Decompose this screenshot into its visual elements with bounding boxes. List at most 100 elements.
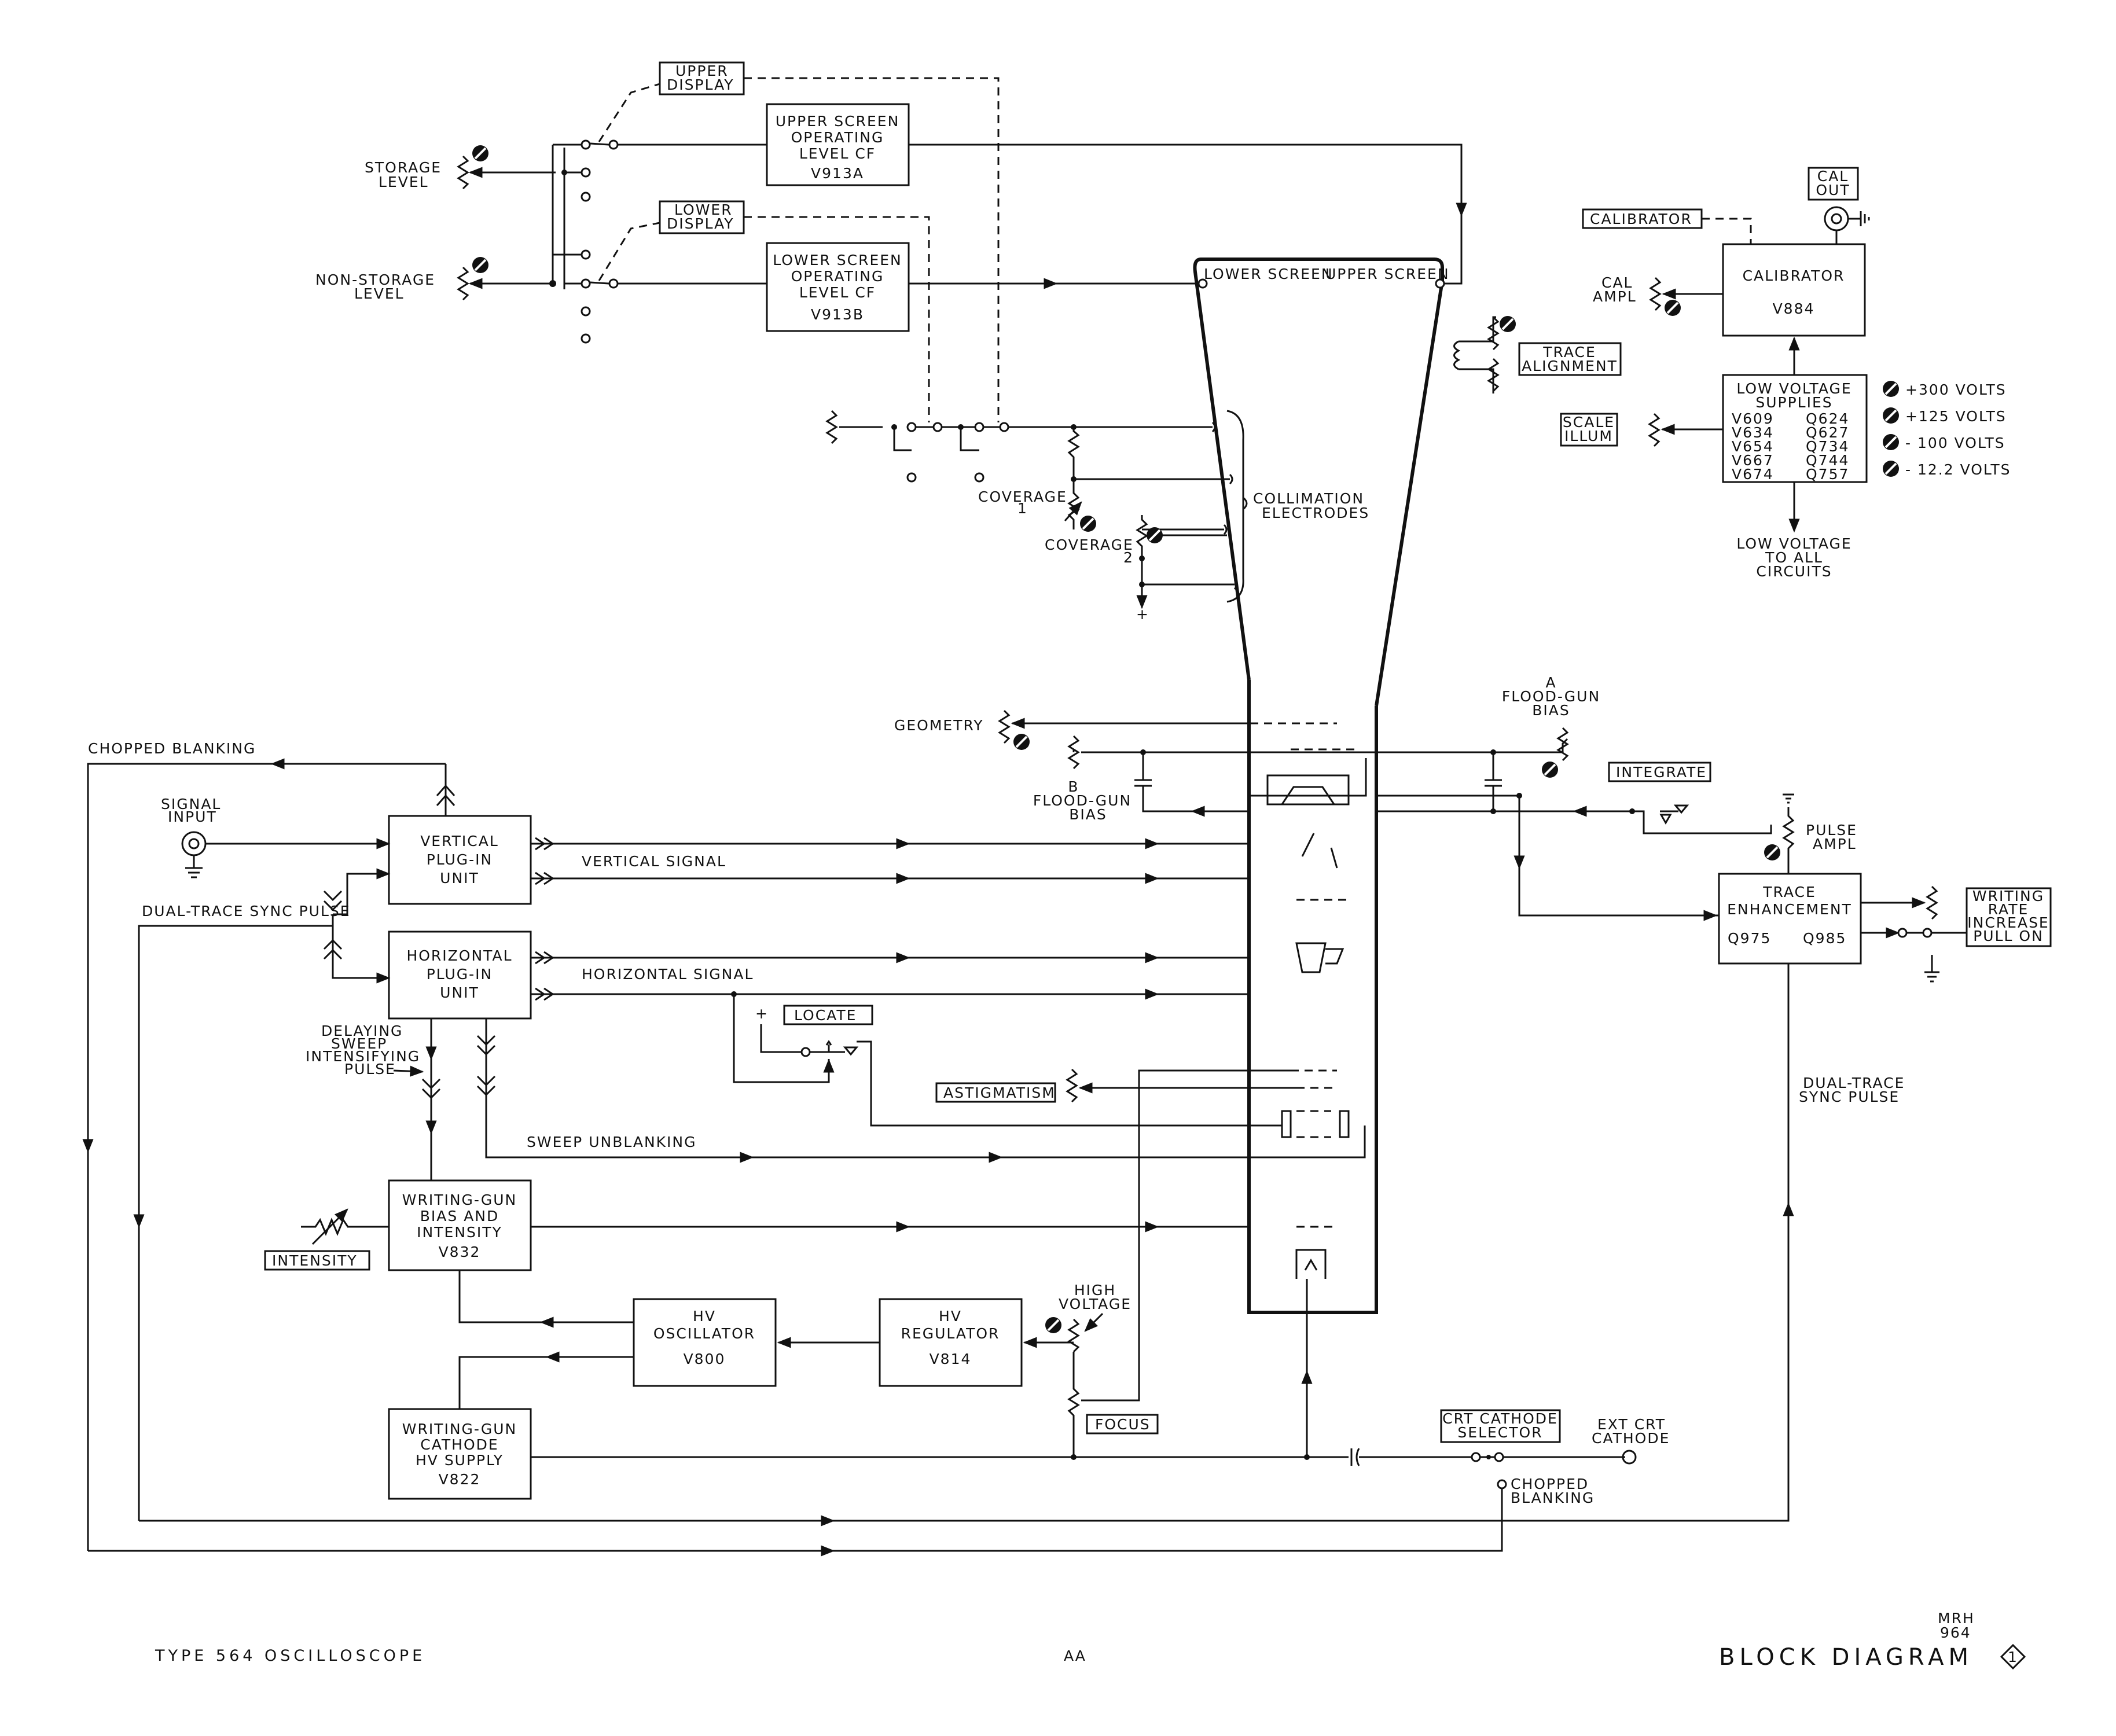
scale-illum-line2: ILLUM (1564, 428, 1613, 444)
integrate-switch[interactable] (1634, 804, 1772, 834)
crt-outline (1193, 258, 1444, 1314)
lv-part-2a: V654 (1732, 438, 1774, 455)
cal-out-connector[interactable] (1824, 206, 1870, 231)
label-high-voltage-1: HIGH (1074, 1282, 1116, 1299)
scale-illum-pot[interactable] (1648, 413, 1723, 447)
voltage-knob-100[interactable] (1883, 434, 1899, 450)
voltage-knob-125[interactable] (1883, 407, 1899, 424)
block-vertical-plugin: VERTICAL PLUG-IN UNIT (388, 815, 532, 905)
label-delaying-2: SWEEP (331, 1035, 387, 1052)
footer-title: BLOCK DIAGRAM (1719, 1644, 1973, 1671)
intensity-pot[interactable] (301, 1208, 389, 1245)
focus-label-text: FOCUS (1095, 1416, 1151, 1433)
block-calibrator: CALIBRATOR V884 (1722, 243, 1866, 337)
label-signal-input-2: INPUT (168, 808, 217, 825)
upper-cf-line4: V913A (811, 165, 864, 182)
writing-rate-1: WRITING (1972, 888, 2044, 904)
coverage-2-knob[interactable] (1080, 516, 1096, 532)
flood-a-knob[interactable] (1542, 762, 1558, 778)
high-voltage-knob[interactable] (1045, 1317, 1061, 1333)
hv-osc-line1: HV (693, 1308, 716, 1325)
hv-reg-line3: V814 (930, 1351, 972, 1367)
locate-label-text: LOCATE (794, 1007, 857, 1024)
footer-badge: 1 (2000, 1643, 2026, 1670)
crt-cathode-selector-panel-label: CRT CATHODE SELECTOR (1440, 1409, 1561, 1443)
voltage-300: +300 VOLTS (1905, 381, 2007, 398)
cal-out-panel-label: CAL OUT (1808, 167, 1859, 201)
non-storage-level-pot[interactable] (457, 257, 488, 301)
voltage-knob-12[interactable] (1883, 461, 1899, 477)
chopped-blanking-left-line (87, 763, 272, 1551)
label-pulse-ampl-2: AMPL (1813, 836, 1857, 852)
label-coverage1-b: 1 (1017, 500, 1028, 517)
horizontal-line3: UNIT (440, 984, 479, 1001)
storage-level-pot[interactable] (457, 145, 488, 190)
label-flood-a-1: A (1545, 674, 1556, 691)
lower-display-dash (744, 216, 930, 422)
hv-osc-line3: V800 (684, 1351, 726, 1367)
cal-ampl-pot[interactable] (1649, 277, 1723, 316)
upper-cf-line1: UPPER SCREEN (776, 113, 900, 130)
label-delaying-1: DELAYING (321, 1023, 403, 1039)
label-coverage2-a: COVERAGE (1045, 536, 1134, 553)
label-sweep-unblanking: SWEEP UNBLANKING (527, 1134, 697, 1150)
cal-out-line1: CAL (1817, 168, 1849, 185)
label-upper-screen: UPPER SCREEN (1325, 266, 1450, 282)
label-plus: + (1136, 606, 1149, 623)
label-geometry: GEOMETRY (894, 717, 984, 734)
intensity-panel-label: INTENSITY (264, 1250, 370, 1271)
lv-all-3: CIRCUITS (1756, 563, 1832, 580)
vertical-line1: VERTICAL (420, 833, 499, 849)
upper-display-line1: UPPER (675, 62, 729, 79)
astigmatism-pot[interactable] (1066, 1068, 1296, 1103)
focus-panel-label: FOCUS (1086, 1414, 1159, 1435)
label-chopped-blanking-top: CHOPPED BLANKING (88, 740, 256, 757)
writing-rate-3: INCREASE (1967, 914, 2049, 931)
label-storage-level-2: LEVEL (379, 174, 429, 190)
lv-part-0b: Q624 (1806, 410, 1849, 427)
label-non-storage-1: NON-STORAGE (315, 271, 435, 288)
voltage-knob-300[interactable] (1883, 381, 1899, 397)
pulse-ampl-pot[interactable] (1764, 793, 1795, 874)
label-high-voltage-2: VOLTAGE (1059, 1296, 1132, 1312)
hv-reg-line1: HV (939, 1308, 962, 1325)
geometry-pot[interactable] (998, 709, 1250, 750)
horizontal-signal-lines (531, 951, 1249, 1001)
integrate-label-text: INTEGRATE (1616, 764, 1707, 781)
label-flood-a-3: BIAS (1532, 702, 1570, 719)
block-horizontal-plugin: HORIZONTAL PLUG-IN UNIT (388, 930, 532, 1020)
label-lower-screen: LOWER SCREEN (1204, 266, 1333, 282)
label-flood-b-3: BIAS (1069, 806, 1107, 823)
trace-alignment-knob[interactable] (1500, 316, 1516, 332)
vertical-line2: PLUG-IN (427, 851, 493, 868)
lv-all-2: TO ALL (1765, 549, 1823, 566)
label-collimation-1: COLLIMATION (1253, 490, 1364, 507)
lv-part-0a: V609 (1732, 410, 1774, 427)
writing-cathode-line4: V822 (439, 1471, 481, 1488)
dual-trace-left-wiring (133, 868, 391, 1521)
upper-display-line2: DISPLAY (667, 76, 734, 93)
horizontal-line1: HORIZONTAL (406, 947, 512, 964)
writing-cathode-line1: WRITING-GUN (402, 1421, 517, 1437)
flood-gun-wiring (1081, 727, 1719, 921)
trace-alignment-coil (1453, 316, 1500, 393)
coverage-extra-knob[interactable] (1147, 527, 1163, 543)
footer-mrh-num: 964 (1940, 1624, 1971, 1641)
writing-bias-line2: BIAS AND (420, 1208, 499, 1224)
writing-rate-control[interactable] (1861, 885, 1967, 983)
locate-wiring: + (733, 994, 1282, 1127)
label-coverage1-a: COVERAGE (978, 488, 1067, 505)
upper-display-panel-label: UPPER DISPLAY (659, 61, 745, 95)
footer-badge-text: 1 (2008, 1649, 2018, 1665)
crt-cathode-switch[interactable] (1471, 1450, 1637, 1489)
voltage-100: - 100 VOLTS (1905, 435, 2005, 451)
lv-title-1: LOW VOLTAGE (1736, 380, 1852, 397)
delaying-sweep-wiring (393, 1018, 1366, 1180)
locate-panel-label: LOCATE (783, 1005, 873, 1025)
block-hv-regulator: HV REGULATOR V814 (879, 1298, 1023, 1387)
lv-part-4b: Q757 (1806, 466, 1849, 483)
astigmatism-label-text: ASTIGMATISM (943, 1084, 1056, 1101)
scale-illum-line1: SCALE (1563, 414, 1615, 431)
flood-b-pot[interactable] (1067, 735, 1080, 770)
signal-input-connector[interactable] (181, 831, 207, 878)
